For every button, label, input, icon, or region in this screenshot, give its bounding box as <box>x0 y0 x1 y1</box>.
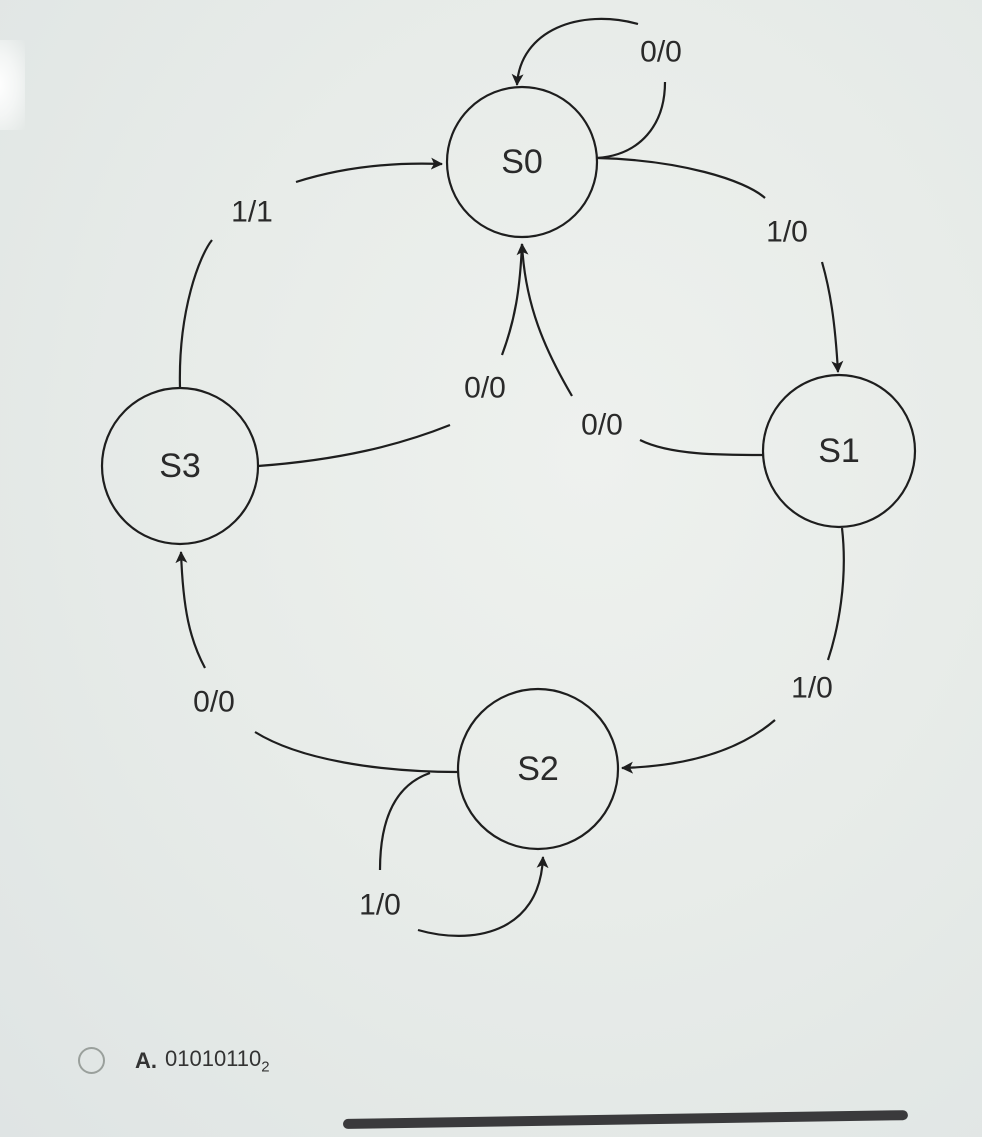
transition-s2-s3: 0/0 <box>175 551 459 774</box>
transition-s1-s2: 1/0 <box>621 527 845 774</box>
option-binary-value: 01010110 <box>165 1046 262 1071</box>
state-s3-label: S3 <box>159 447 201 485</box>
state-s2-label: S2 <box>517 750 559 788</box>
state-s1: S1 <box>761 373 917 529</box>
option-value: 010101102 <box>165 1046 270 1075</box>
edge-label: 0/0 <box>193 686 235 719</box>
option-letter: A. <box>135 1047 157 1073</box>
state-s0: S0 <box>445 85 599 239</box>
edge-label: 1/0 <box>791 672 833 705</box>
transition-s0-s0: 0/0 <box>511 17 682 160</box>
transition-s3-s0: 0/0 <box>257 243 524 468</box>
edge-label: 1/0 <box>766 216 808 249</box>
state-s0-label: S0 <box>501 143 543 181</box>
edge-label: 1/0 <box>359 889 401 922</box>
state-s3: S3 <box>100 386 260 546</box>
screen-glare <box>0 40 25 130</box>
transition-s1-s0: 0/0 <box>516 243 764 457</box>
transition-s3-s0-1: 1/1 <box>178 157 443 389</box>
transition-s0-s1: 1/0 <box>596 156 844 373</box>
edge-label: 1/1 <box>231 196 273 229</box>
option-base-subscript: 2 <box>261 1058 270 1076</box>
answer-option-a[interactable]: A. 010101102 <box>78 1046 270 1075</box>
state-s2: S2 <box>456 687 620 851</box>
edge-label: 0/0 <box>640 36 682 69</box>
state-s1-label: S1 <box>818 432 860 470</box>
edge-label: 0/0 <box>581 409 623 442</box>
edge-label: 0/0 <box>464 372 506 405</box>
transition-s2-s2: 1/0 <box>359 771 549 937</box>
radio-button[interactable] <box>78 1047 105 1075</box>
